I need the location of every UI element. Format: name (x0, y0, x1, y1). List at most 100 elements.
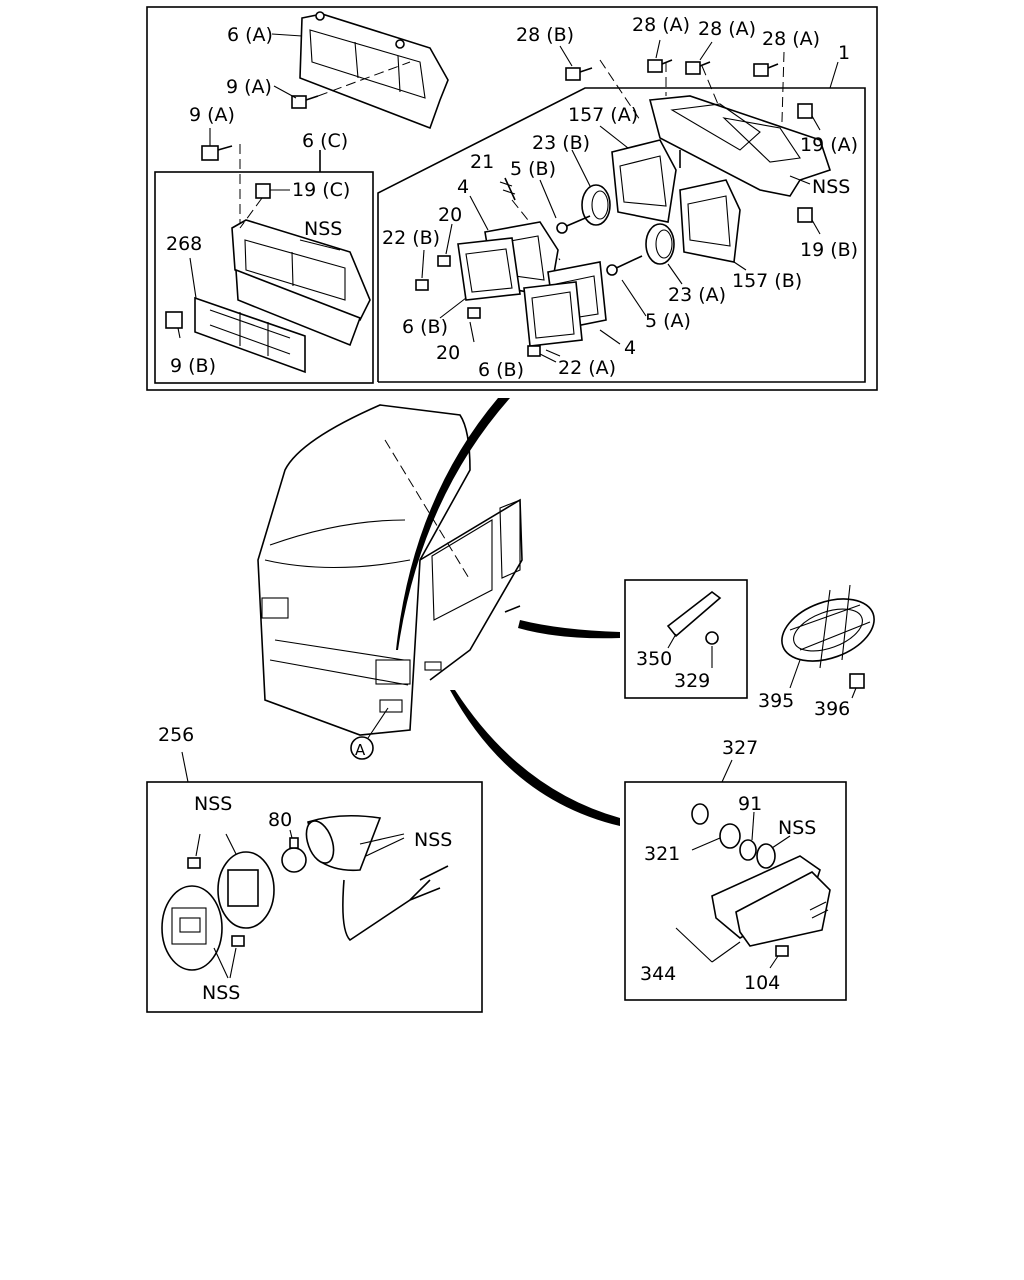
label-28a-2: 28 (A) (698, 18, 756, 40)
label-9a-left: 9 (A) (189, 104, 235, 126)
headlamp-subpanel-frame (377, 87, 866, 383)
ring-23b (581, 184, 611, 226)
label-396: 396 (814, 698, 850, 720)
bolt-28b (565, 67, 593, 81)
bracket-panel-frame (624, 579, 748, 699)
clip-19a (797, 103, 813, 119)
bolt-28a-2 (685, 61, 711, 75)
label-329: 329 (674, 670, 710, 692)
callout-a-circle (350, 736, 374, 760)
label-23a: 23 (A) (668, 284, 726, 306)
label-28a-1: 28 (A) (632, 14, 690, 36)
label-256: 256 (158, 724, 194, 746)
label-21: 21 (470, 151, 494, 173)
screw-20-bot (467, 307, 481, 319)
screw-20-top (437, 255, 451, 267)
screw-104 (775, 945, 789, 957)
screw-9a-top (291, 95, 319, 109)
label-20-top: 20 (438, 204, 462, 226)
label-321: 321 (644, 843, 680, 865)
label-22a: 22 (A) (558, 357, 616, 379)
gasket-nss (756, 843, 776, 869)
mesh-268 (194, 296, 306, 374)
label-157a: 157 (A) (568, 104, 638, 126)
marker-lamp-body (711, 855, 831, 947)
ring-23a (645, 223, 675, 265)
label-157b: 157 (B) (732, 270, 802, 292)
bulb-80 (281, 837, 307, 873)
label-9b: 9 (B) (170, 355, 216, 377)
clip-19c (255, 183, 271, 199)
label-5b: 5 (B) (510, 158, 556, 180)
label-nss-lamp2: NSS (414, 829, 452, 851)
callout-leader-right (518, 620, 620, 639)
housing-157b (679, 179, 741, 263)
label-28a-3: 28 (A) (762, 28, 820, 50)
screw-nss-bottom (231, 935, 245, 947)
label-19c: 19 (C) (292, 179, 350, 201)
label-6a: 6 (A) (227, 24, 273, 46)
spot-lamp (305, 814, 449, 942)
screw-9a-left (201, 145, 233, 161)
label-6c: 6 (C) (302, 130, 348, 152)
label-nss-grille: NSS (304, 218, 342, 240)
marker-lamp-panel-frame (624, 781, 847, 1001)
label-nss-lamp3: NSS (202, 982, 240, 1004)
label-a: A (355, 741, 366, 759)
bolt-28a-3 (753, 63, 779, 77)
lamp-guard-395 (781, 584, 875, 669)
label-5a: 5 (A) (645, 310, 691, 332)
label-nss-marker: NSS (778, 817, 816, 839)
screw-396 (849, 673, 865, 689)
adjuster-5a (606, 255, 643, 276)
label-350: 350 (636, 648, 672, 670)
label-344: 344 (640, 963, 676, 985)
housing-157a (611, 139, 677, 223)
label-nss-bracket: NSS (812, 176, 850, 198)
headlamp-rim-6b-left (457, 237, 521, 301)
truck-cab (257, 404, 523, 736)
label-80: 80 (268, 809, 292, 831)
bracket-350 (666, 590, 722, 638)
label-268: 268 (166, 233, 202, 255)
screw-9b (165, 311, 183, 329)
top-panel-frame (146, 6, 878, 391)
label-327: 327 (722, 737, 758, 759)
grille-subpanel-frame (154, 171, 374, 384)
spring-21 (499, 177, 516, 201)
label-4-top: 4 (457, 176, 469, 198)
adjuster-5b (556, 215, 591, 234)
work-lamp-rear (217, 851, 275, 929)
label-104: 104 (744, 972, 780, 994)
label-91: 91 (738, 793, 762, 815)
grille-6c (231, 219, 371, 347)
work-lamp-front (161, 885, 223, 971)
bolt-28a-1 (647, 59, 673, 73)
work-lamp-panel-frame (146, 781, 483, 1013)
bulb-91 (739, 839, 757, 861)
label-19b: 19 (B) (800, 239, 858, 261)
label-395: 395 (758, 690, 794, 712)
label-1: 1 (838, 42, 850, 64)
label-6b-left: 6 (B) (402, 316, 448, 338)
headlamp-bezel-6a (299, 11, 449, 130)
label-9a-top: 9 (A) (226, 76, 272, 98)
clip-19b (797, 207, 813, 223)
label-nss-lamp1: NSS (194, 793, 232, 815)
label-6b-bot: 6 (B) (478, 359, 524, 381)
socket-321 (691, 803, 741, 849)
screw-329 (705, 631, 719, 645)
headlamp-rim-6b-bot (523, 281, 583, 347)
label-28b: 28 (B) (516, 24, 574, 46)
callout-leader-marker (450, 690, 620, 826)
label-20-bot: 20 (436, 342, 460, 364)
screw-22a (527, 345, 541, 357)
label-19a: 19 (A) (800, 134, 858, 156)
screw-nss-top (187, 857, 201, 869)
screw-22b (415, 279, 429, 291)
label-22b: 22 (B) (382, 227, 440, 249)
label-4-bot: 4 (624, 337, 636, 359)
label-23b: 23 (B) (532, 132, 590, 154)
